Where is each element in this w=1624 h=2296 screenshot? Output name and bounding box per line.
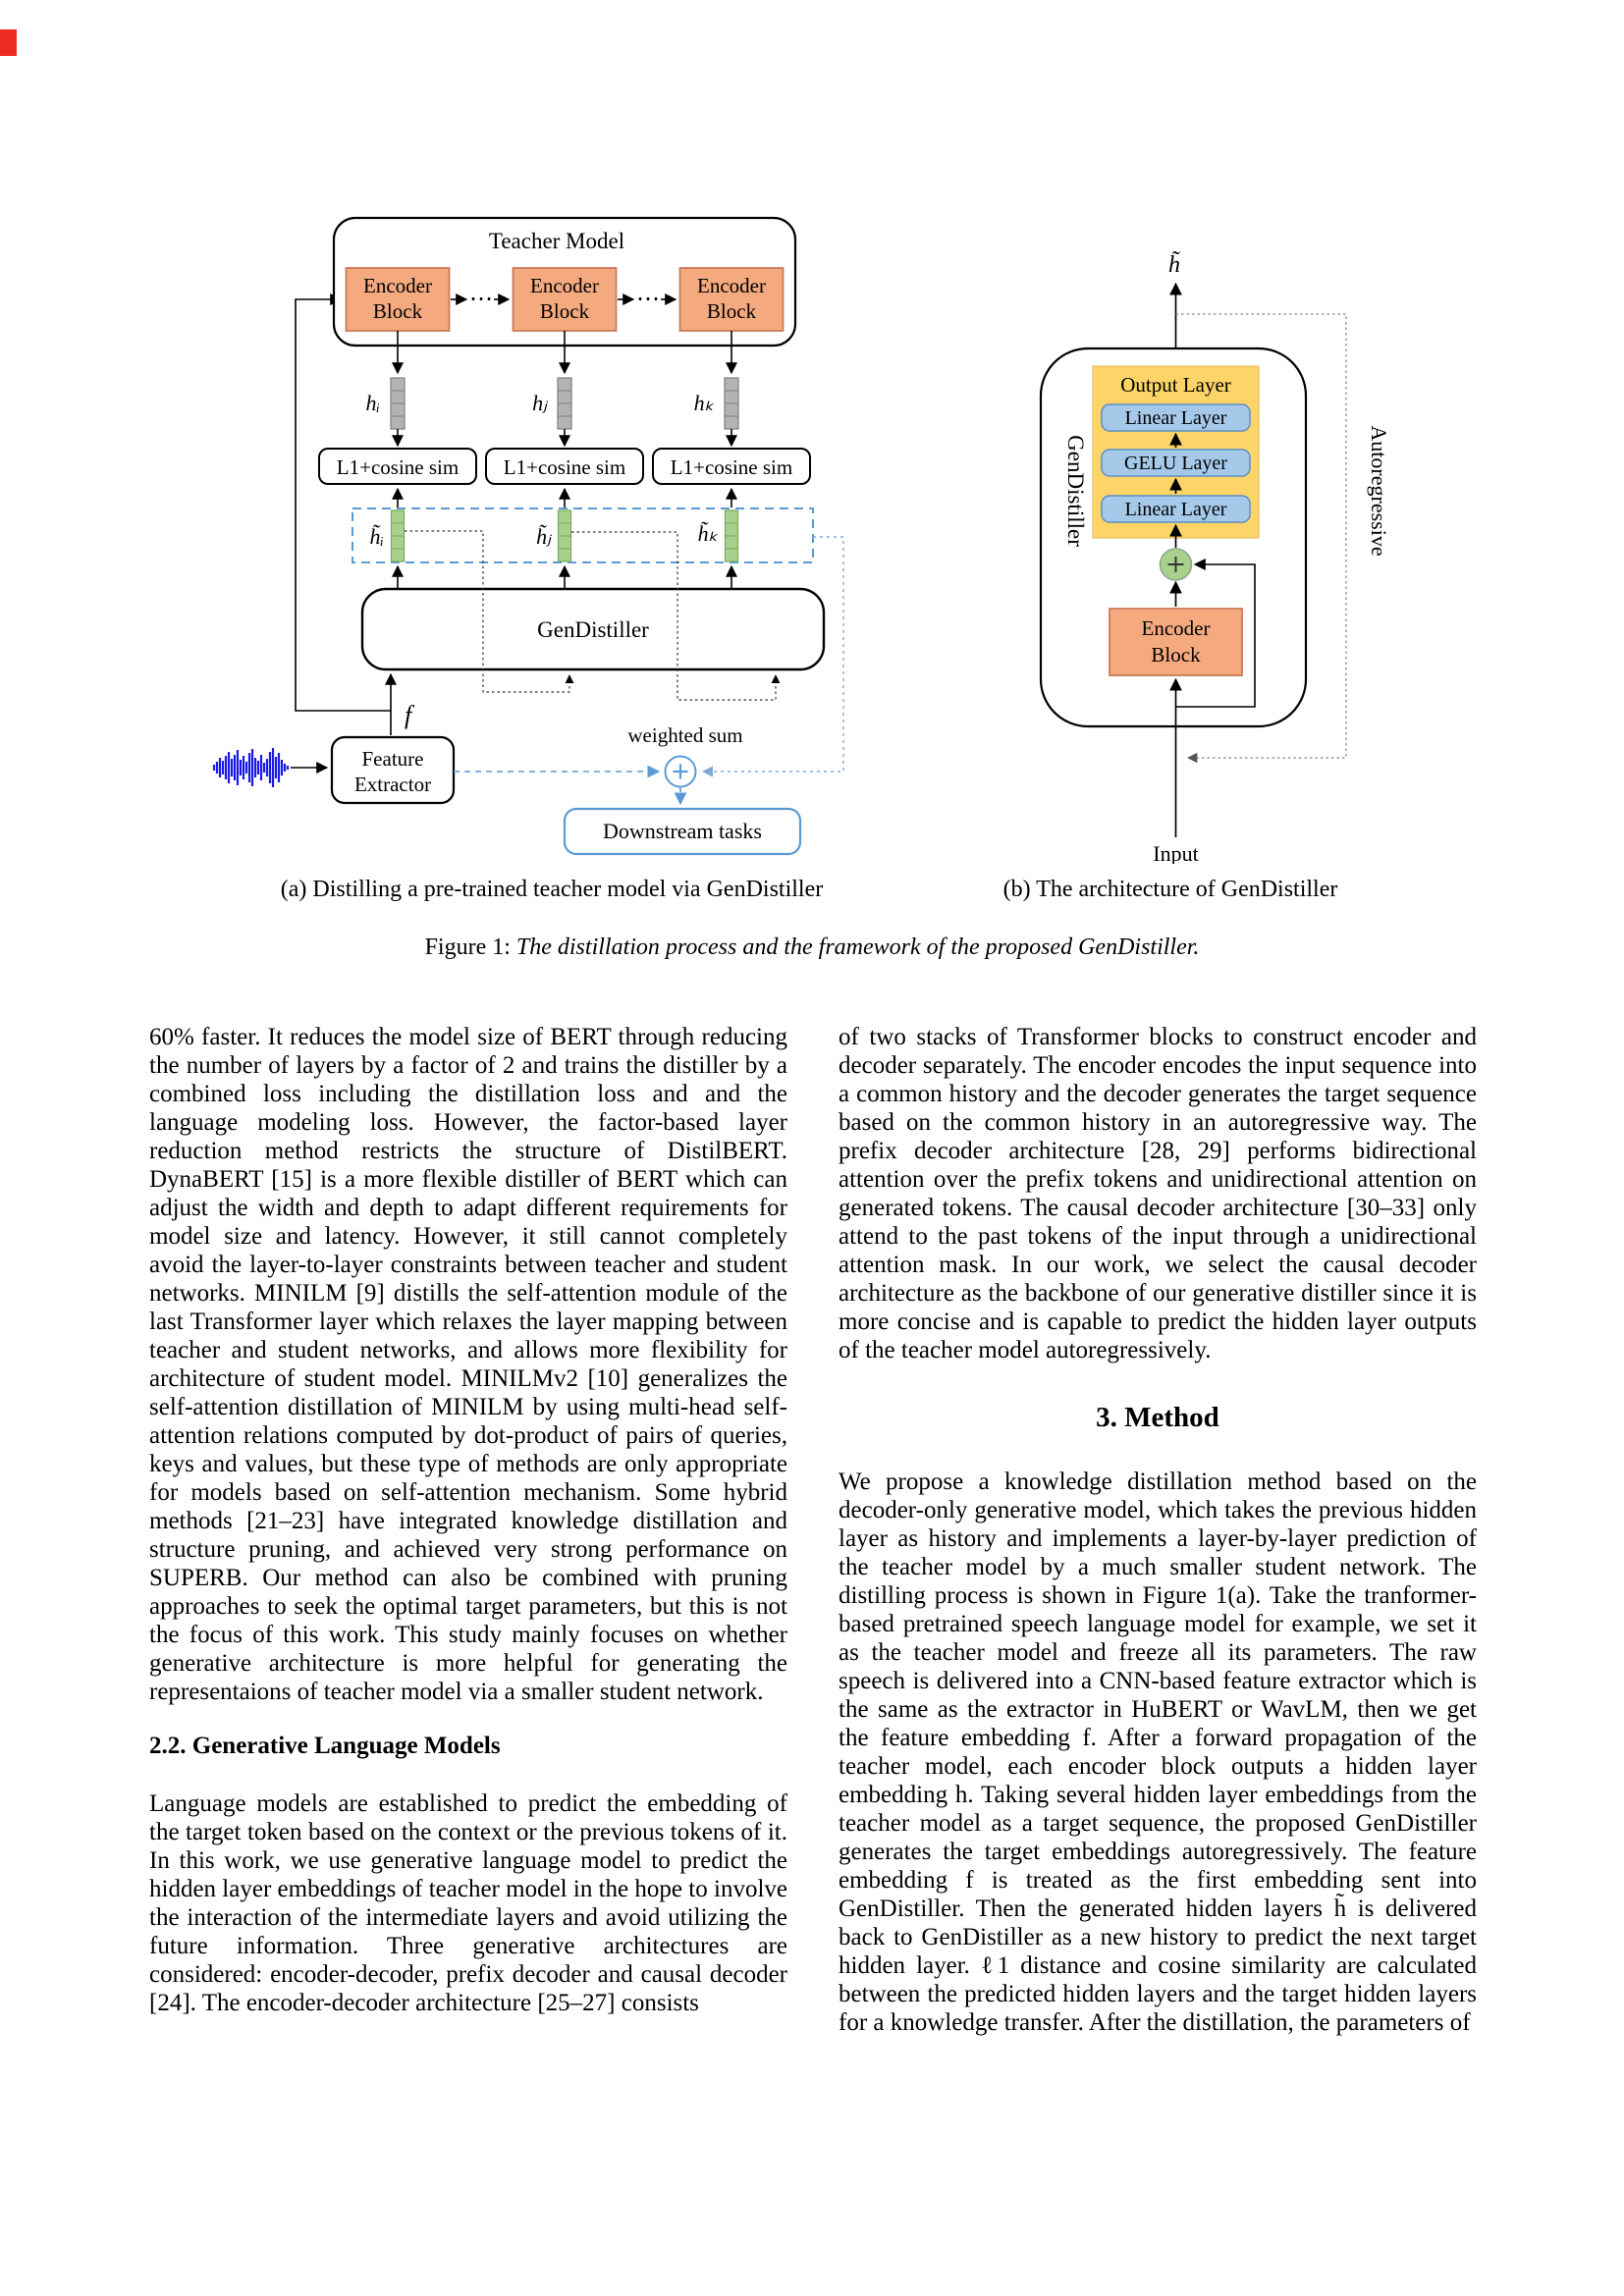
paragraph: Language models are established to predi… — [149, 1790, 787, 2016]
teacher-encoder-block-3: Encoder Block — [678, 267, 785, 332]
teacher-encoder-block-2: Encoder Block — [512, 267, 618, 332]
l1-cosine-box-1: L1+cosine sim — [318, 448, 477, 485]
waveform-icon — [212, 748, 290, 787]
figure-1-caption: Figure 1: The distillation process and t… — [0, 934, 1624, 961]
h-tilde-label-k: h̃ₖ — [698, 521, 719, 546]
l1-cosine-box-3: L1+cosine sim — [652, 448, 811, 485]
svg-text:L1+cosine sim: L1+cosine sim — [337, 455, 459, 479]
embeddings-to-sum-dotted-path — [701, 536, 844, 777]
feature-extractor-label: Extractor — [354, 773, 431, 796]
downstream-tasks-label: Downstream tasks — [603, 819, 762, 843]
svg-text:GELU Layer: GELU Layer — [1124, 453, 1227, 474]
figure-1-caption-prefix: Figure 1: — [424, 934, 516, 960]
feature-extractor-box — [330, 735, 456, 805]
autoregressive-loop — [1175, 313, 1347, 764]
generated-embeddings-dashed-box — [352, 507, 814, 563]
generated-embedding-bar-green-3 — [724, 509, 739, 562]
paragraph: of two stacks of Transformer blocks to c… — [839, 1024, 1477, 1363]
input-label: Input — [1153, 841, 1198, 864]
feedback-path-2 — [571, 531, 781, 701]
figure-a-distillation-diagram: Teacher Model Encoder Block Encoder Bloc… — [212, 216, 844, 856]
teacher-encoder-block-1: Encoder Block — [345, 267, 451, 332]
caption-b: (b) The architecture of GenDistiller — [1002, 877, 1338, 902]
h-label-i: hᵢ — [366, 391, 380, 415]
generated-embedding-bar-green-1 — [390, 509, 406, 562]
gendistiller-label: GenDistiller — [537, 617, 649, 642]
h-tilde-label-i: h̃ᵢ — [370, 524, 384, 549]
figure-b-architecture-diagram: h̃ Autoregressive GenDistiller Output La… — [1039, 250, 1391, 864]
output-layer-title: Output Layer — [1120, 373, 1231, 397]
h-label-k: hₖ — [694, 391, 715, 415]
residual-plus-icon — [1159, 548, 1193, 581]
feature-extractor-label: Feature — [362, 747, 424, 771]
hidden-embedding-bar-gray-3 — [724, 377, 739, 430]
page-edge-marker — [0, 29, 17, 56]
svg-text:L1+cosine sim: L1+cosine sim — [671, 455, 792, 479]
ellipsis: ⋯ — [636, 287, 660, 312]
svg-text:Encoder: Encoder — [363, 274, 432, 297]
svg-text:L1+cosine sim: L1+cosine sim — [504, 455, 625, 479]
feature-to-teacher-line — [295, 294, 391, 712]
l1-cosine-box-2: L1+cosine sim — [485, 448, 644, 485]
caption-a: (a) Distilling a pre-trained teacher mod… — [280, 877, 824, 902]
hidden-embedding-bar-gray-2 — [557, 377, 572, 430]
h-label-j: hⱼ — [532, 391, 548, 415]
downstream-tasks-box — [563, 807, 802, 856]
gendistiller-box — [360, 587, 826, 671]
svg-text:Linear Layer: Linear Layer — [1125, 407, 1227, 429]
generated-embedding-bar-green-2 — [557, 509, 572, 562]
svg-text:Block: Block — [373, 299, 423, 323]
section-3-heading: 3. Method — [1096, 1402, 1219, 1433]
two-column-body: 60% faster. It reduces the model size of… — [149, 1023, 1477, 2037]
svg-text:Block: Block — [540, 299, 590, 323]
f-label: f — [405, 701, 415, 729]
left-column: 60% faster. It reduces the model size of… — [149, 1023, 787, 2037]
teacher-model-title: Teacher Model — [489, 229, 624, 253]
linear-layer-top: Linear Layer — [1101, 403, 1251, 432]
h-tilde-label-j: h̃ⱼ — [536, 524, 552, 549]
h-tilde-output-label: h̃ — [1168, 250, 1180, 278]
weighted-sum-label: weighted sum — [627, 723, 742, 747]
paragraph: We propose a knowledge distillation meth… — [839, 1468, 1477, 2036]
svg-text:Encoder: Encoder — [1142, 616, 1211, 640]
linear-layer-bottom: Linear Layer — [1101, 495, 1251, 523]
gendistiller-label: GenDistiller — [1063, 435, 1088, 547]
svg-text:Block: Block — [707, 299, 757, 323]
right-column: of two stacks of Transformer blocks to c… — [839, 1023, 1477, 2037]
weighted-sum-plus-icon — [664, 755, 697, 788]
section-2-2-heading: 2.2. Generative Language Models — [149, 1733, 501, 1759]
feedback-path-1 — [405, 530, 574, 693]
residual-skip-line — [1175, 559, 1256, 708]
student-encoder-block: Encoder Block — [1109, 608, 1243, 676]
hidden-embedding-bar-gray-1 — [390, 377, 406, 430]
svg-text:Linear Layer: Linear Layer — [1125, 499, 1227, 520]
svg-text:Block: Block — [1151, 643, 1201, 667]
svg-text:Encoder: Encoder — [530, 274, 599, 297]
svg-text:Encoder: Encoder — [697, 274, 766, 297]
paragraph: 60% faster. It reduces the model size of… — [149, 1024, 787, 1705]
figure-1-caption-text: The distillation process and the framewo… — [515, 934, 1200, 960]
gelu-layer: GELU Layer — [1101, 449, 1251, 477]
autoregressive-label: Autoregressive — [1367, 425, 1391, 556]
ellipsis: ⋯ — [469, 287, 493, 312]
